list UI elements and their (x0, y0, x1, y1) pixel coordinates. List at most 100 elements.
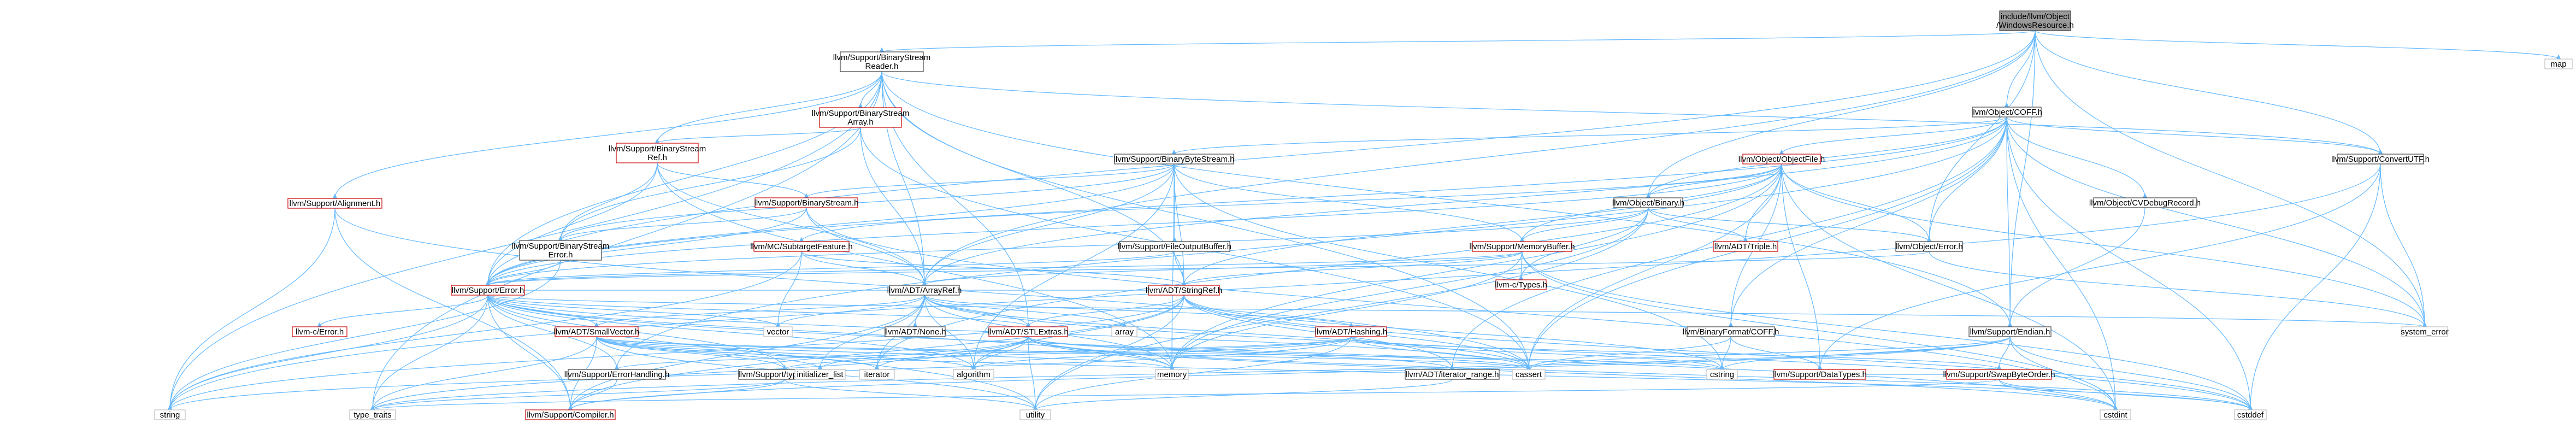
dependency-edge (1028, 336, 1531, 370)
node-cerror[interactable]: llvm-c/Error.h (292, 326, 347, 337)
dependency-edge (817, 336, 1029, 370)
node-hashing[interactable]: llvm/ADT/Hashing.h (1315, 326, 1388, 337)
node-label: llvm/Object/Error.h (1895, 242, 1962, 251)
node-compiler[interactable]: llvm/Support/Compiler.h (525, 409, 616, 420)
node-iterator[interactable]: iterator (859, 369, 895, 380)
dependency-edge (1646, 116, 2007, 198)
node-label: vector (767, 327, 789, 337)
node-label: Array.h (847, 118, 873, 127)
node-none[interactable]: llvm/ADT/None.h (884, 326, 946, 337)
node-cstddef[interactable]: cstddef (2234, 409, 2267, 420)
node-cvdr[interactable]: llvm/Object/CVDebugRecord.h (2089, 197, 2201, 208)
dependency-edge (1926, 116, 2007, 242)
dependency-edge (924, 295, 1354, 327)
node-box (1472, 241, 1572, 252)
node-syserr[interactable]: system_error (2401, 326, 2449, 337)
node-binary[interactable]: llvm/Object/Binary.h (1612, 197, 1684, 208)
dependency-edge (1169, 163, 1175, 370)
dependency-edge (487, 295, 976, 370)
dependency-edge (922, 30, 2036, 286)
node-label: Error.h (548, 250, 573, 260)
dependency-edge (558, 162, 658, 241)
dependency-edge (614, 116, 2007, 370)
dependency-edge (971, 336, 1029, 370)
node-algorithm[interactable]: algorithm (953, 369, 994, 380)
dependency-edge (784, 379, 1038, 410)
node-cstdint[interactable]: cstdint (2100, 409, 2131, 420)
node-stlext[interactable]: llvm/ADT/STLExtras.h (988, 326, 1069, 337)
node-box (616, 143, 699, 163)
node-objfile[interactable]: llvm/Object/ObjectFile.h (1738, 154, 1825, 164)
node-typetraits[interactable]: type_traits (349, 409, 396, 420)
node-stringref[interactable]: llvm/ADT/StringRef.h (1146, 285, 1222, 296)
dependency-edge (2006, 116, 2118, 410)
node-memory[interactable]: memory (1155, 369, 1189, 380)
node-label: llvm/Support/Compiler.h (527, 410, 614, 420)
node-box (1512, 369, 1546, 380)
node-label: llvm/ADT/iterator_range.h (1406, 370, 1499, 379)
node-subtf[interactable]: llvm/MC/SubtargetFeature.h (750, 241, 853, 252)
dependency-edge (485, 260, 561, 286)
node-fob[interactable]: llvm/Support/FileOutputBuffer.h (1118, 241, 1231, 252)
node-cstring[interactable]: cstring (1706, 369, 1738, 380)
dependency-edge (2006, 116, 2383, 155)
node-coff[interactable]: llvm/Object/COFF.h (1971, 107, 2042, 118)
node-cassert[interactable]: cassert (1512, 369, 1546, 380)
node-membuf[interactable]: llvm/Support/MemoryBuffer.h (1469, 241, 1575, 252)
dependency-edge (558, 127, 861, 241)
node-bfcoff[interactable]: llvm/BinaryFormat/COFF.h (1683, 326, 1779, 337)
dependency-edge (1171, 116, 2007, 155)
dependency-edge (568, 379, 785, 410)
node-objerr[interactable]: llvm/Object/Error.h (1895, 241, 1963, 252)
node-ctypes[interactable]: llvm-c/Types.h (1495, 279, 1547, 290)
dependency-edge (2007, 207, 2145, 327)
node-triple[interactable]: llvm/ADT/Triple.h (1713, 241, 1778, 252)
node-label: llvm/ADT/Hashing.h (1315, 327, 1388, 337)
dependency-edge (1169, 163, 1782, 370)
node-convutf[interactable]: llvm/Support/ConvertUTF.h (2331, 154, 2430, 164)
dependency-edge (487, 295, 2427, 327)
node-label: llvm/ADT/None.h (884, 327, 946, 337)
node-map[interactable]: map (2544, 58, 2573, 69)
node-errhand[interactable]: llvm/Support/ErrorHandling.h (564, 369, 670, 380)
node-swap[interactable]: llvm/Support/SwapByteOrder.h (1943, 369, 2055, 380)
node-initlist[interactable]: initializer_list (794, 369, 846, 380)
dependency-edge (860, 127, 927, 286)
node-box (154, 409, 186, 420)
dependency-edge (167, 163, 2381, 410)
node-iterrange[interactable]: llvm/ADT/iterator_range.h (1405, 369, 1500, 380)
node-endian[interactable]: llvm/Support/Endian.h (1968, 326, 2052, 337)
dependency-edge (1169, 251, 1523, 370)
node-label: llvm/Support/BinaryStream (609, 144, 706, 154)
dependency-edge (594, 295, 925, 327)
node-align[interactable]: llvm/Support/Alignment.h (287, 198, 382, 209)
node-string[interactable]: string (154, 409, 186, 420)
node-label: llvm/Object/COFF.h (1971, 108, 2042, 117)
node-arrayref[interactable]: llvm/ADT/ArrayRef.h (887, 285, 962, 296)
dependency-edge (1929, 251, 2427, 327)
node-label: cstring (1710, 370, 1734, 379)
node-smallvec[interactable]: llvm/ADT/SmallVector.h (554, 326, 640, 337)
node-bbs[interactable]: llvm/Support/BinaryByteStream.h (1114, 154, 1235, 164)
node-box (1687, 326, 1775, 337)
dependency-edge (1781, 163, 2427, 327)
dependency-edge (485, 251, 1175, 286)
node-array[interactable]: array (1111, 326, 1137, 337)
node-utility[interactable]: utility (1019, 409, 1051, 420)
dependency-edge (1033, 207, 1649, 410)
node-datatypes[interactable]: llvm/Support/DataTypes.h (1773, 369, 1867, 380)
node-vector[interactable]: vector (763, 326, 793, 337)
dependency-edge (1526, 336, 1731, 370)
dependency-edge (485, 207, 1649, 286)
dependency-edge (1181, 163, 1782, 286)
dependency-edge (2035, 30, 2561, 60)
node-error[interactable]: llvm/Support/Error.h (451, 285, 525, 296)
node-bstream[interactable]: llvm/Support/BinaryStream.h (754, 197, 859, 208)
dependency-edge (657, 162, 809, 198)
dependency-edge (1646, 163, 1782, 198)
dependency-edge (2009, 336, 2253, 410)
